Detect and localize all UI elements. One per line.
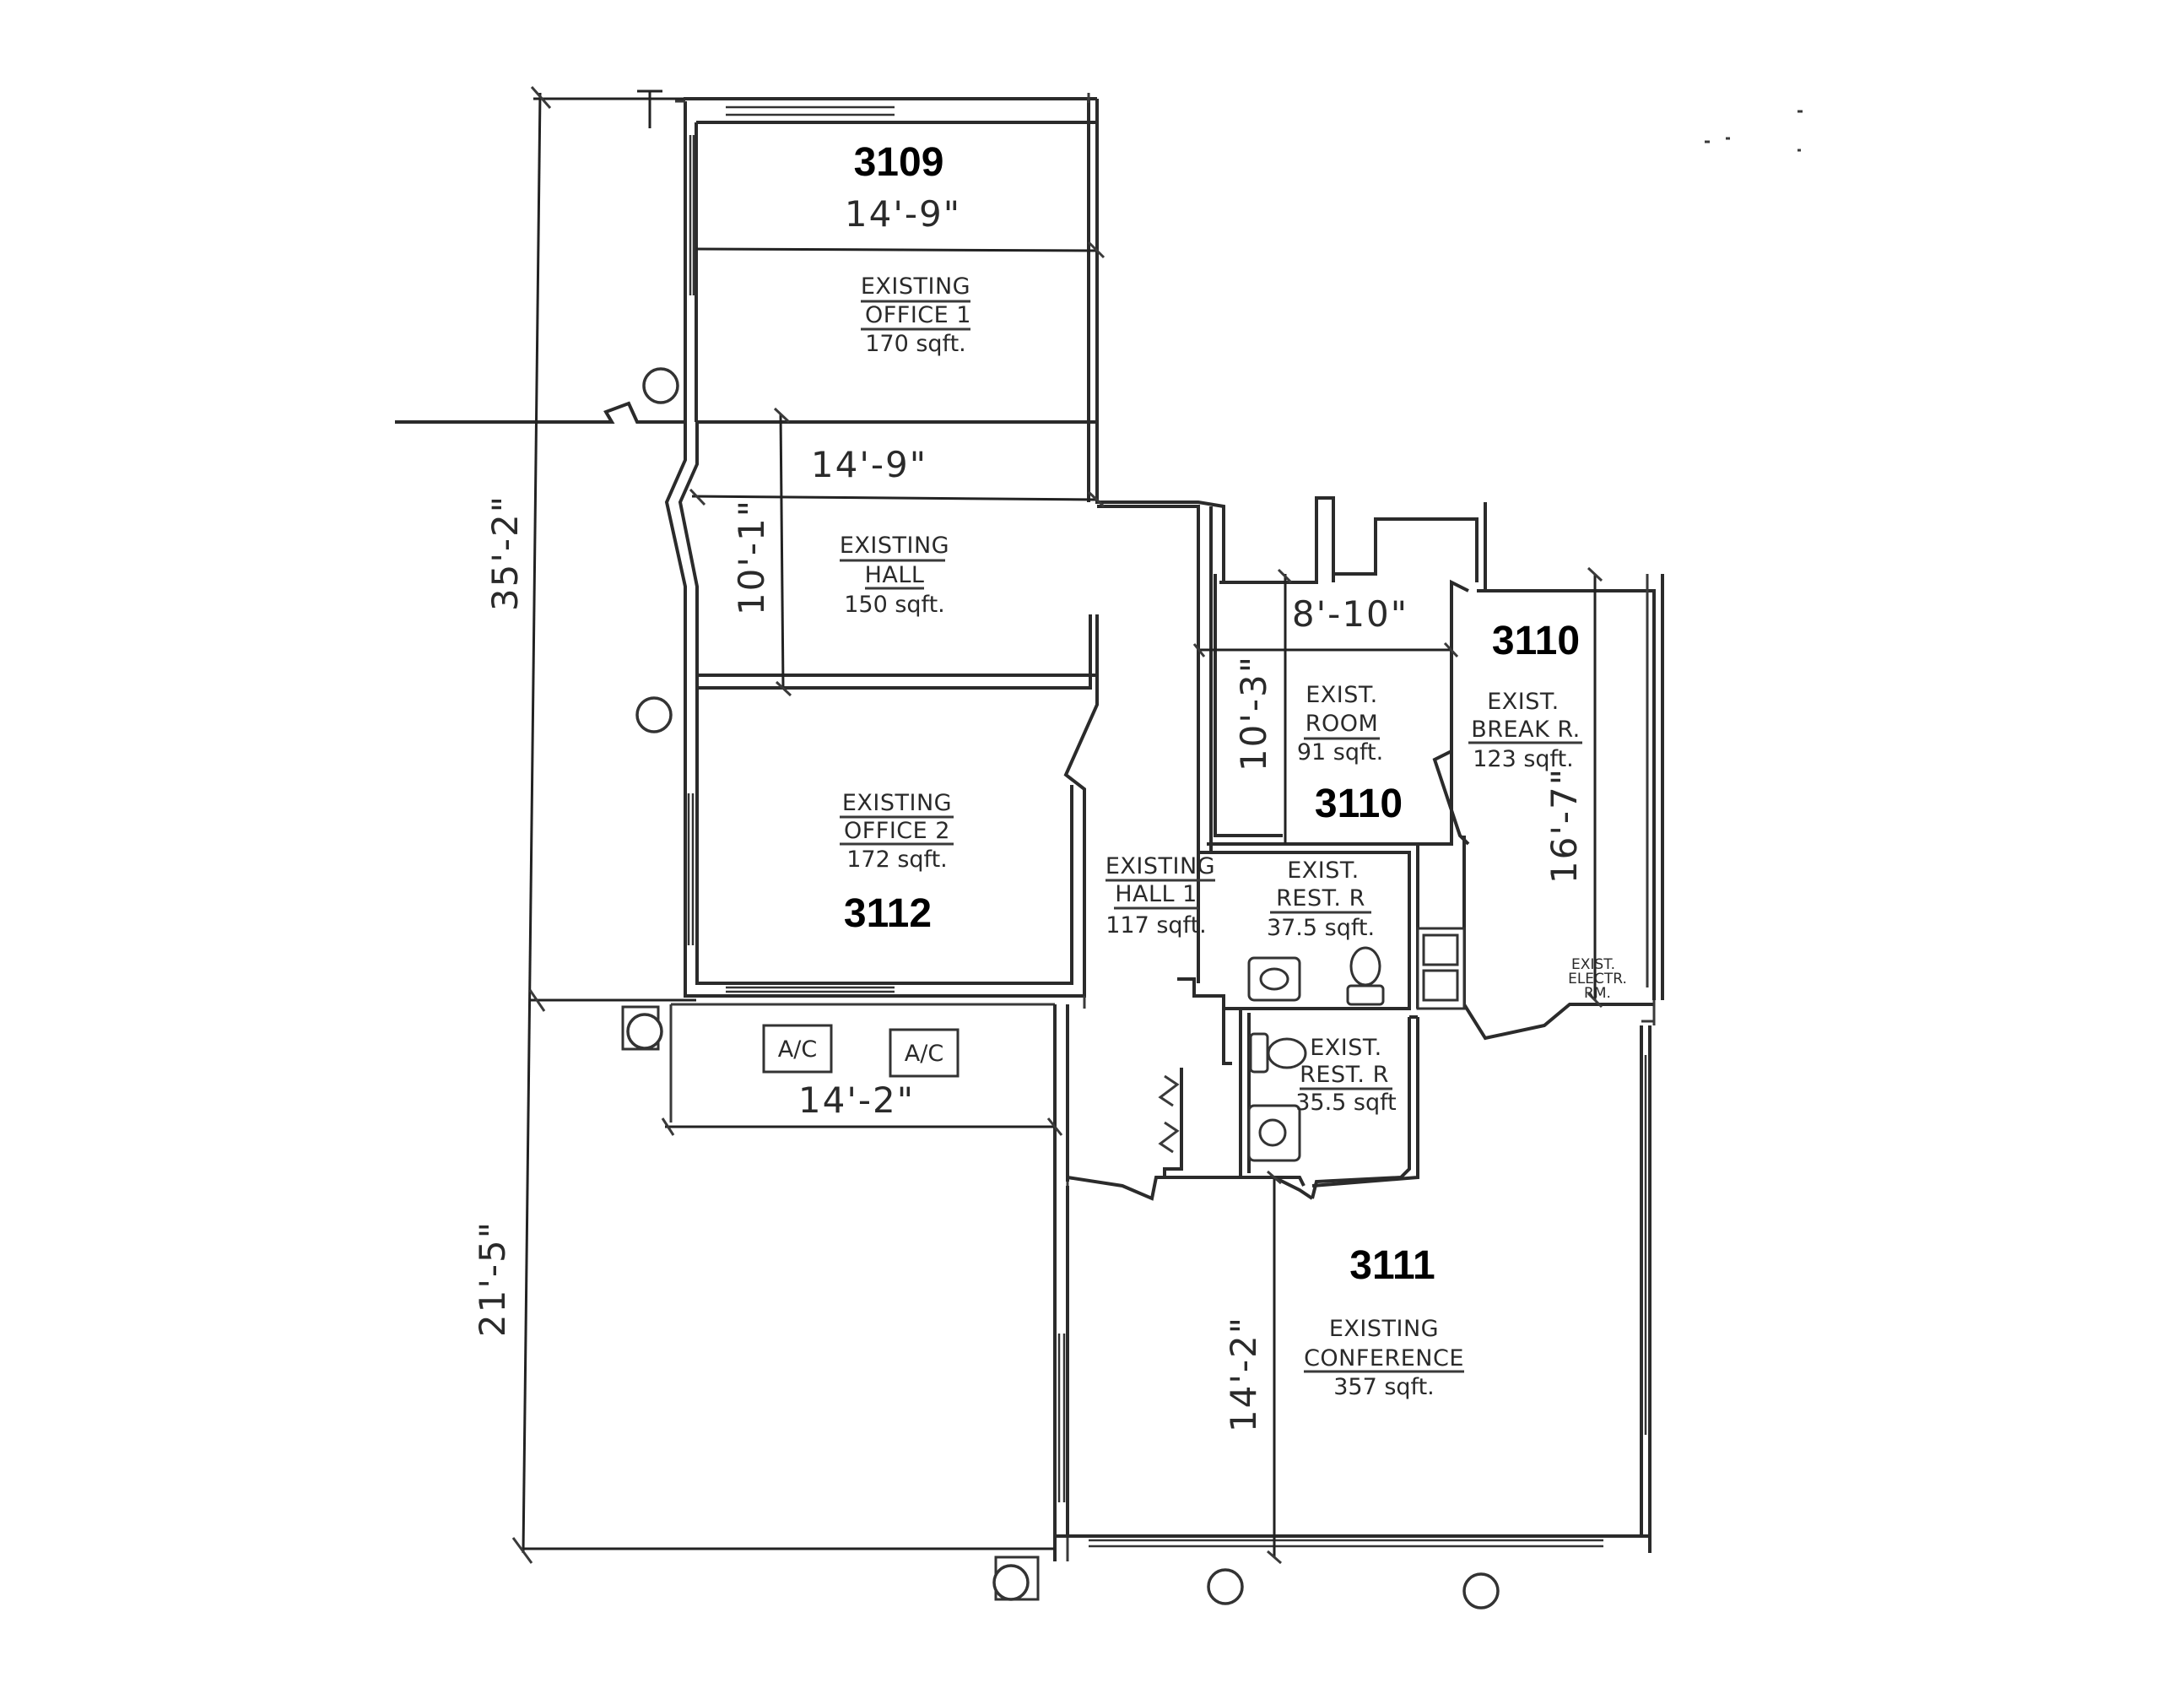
svg-text:OFFICE 2: OFFICE 2 xyxy=(844,818,950,844)
room-office2: EXISTING OFFICE 2 172 sqft. xyxy=(840,790,954,873)
toilet-icon xyxy=(1349,946,1381,987)
room-elec: EXIST. ELECTR. RM. xyxy=(1568,956,1627,1002)
room-conference: EXISTING CONFERENCE 357 sqft. xyxy=(1304,1316,1464,1400)
fixtures xyxy=(1158,927,1466,1162)
unit-numbers: 3109 3110 3110 3112 3111 xyxy=(844,140,1580,1288)
svg-text:EXIST.: EXIST. xyxy=(1306,682,1378,708)
dim-room-width: 8'-10" xyxy=(1292,593,1408,635)
room-rest1: EXIST. REST. R 37.5 sqft. xyxy=(1267,858,1375,941)
ac-label-2: A/C xyxy=(905,1041,943,1067)
svg-text:EXISTING: EXISTING xyxy=(1106,853,1215,879)
dimension-labels: 14'-9" 14'-9" 10'-1" 35'-2" 21'-5" 14'-2… xyxy=(472,193,1585,1432)
svg-text:EXISTING: EXISTING xyxy=(1329,1316,1439,1342)
svg-text:170 sqft.: 170 sqft. xyxy=(865,331,966,357)
svg-text:EXISTING: EXISTING xyxy=(861,273,970,300)
svg-text:EXISTING: EXISTING xyxy=(840,533,949,559)
column-icon xyxy=(992,1564,1030,1601)
svg-text:150 sqft.: 150 sqft. xyxy=(844,592,945,618)
dim-ac-width: 14'-2" xyxy=(798,1079,915,1121)
svg-text:BREAK R.: BREAK R. xyxy=(1471,717,1580,743)
unit-3111: 3111 xyxy=(1349,1243,1435,1288)
unit-3109: 3109 xyxy=(854,140,944,185)
svg-text:EXIST.: EXIST. xyxy=(1287,858,1360,884)
svg-text:EXIST.: EXIST. xyxy=(1571,956,1615,973)
unit-3110-break: 3110 xyxy=(1492,619,1580,663)
dim-hall-width: 14'-9" xyxy=(811,444,927,485)
room-rest2: EXIST. REST. R 35.5 sqft xyxy=(1295,1035,1397,1116)
svg-text:REST. R: REST. R xyxy=(1276,885,1365,912)
svg-text:CONFERENCE: CONFERENCE xyxy=(1304,1345,1464,1372)
ac-units: A/C A/C xyxy=(762,1024,960,1078)
dim-hall-depth: 10'-1" xyxy=(731,499,772,615)
dim-top-width: 14'-9" xyxy=(845,193,961,235)
svg-text:91 sqft.: 91 sqft. xyxy=(1297,739,1383,766)
column-icon xyxy=(1462,1572,1500,1610)
ac-unit-1 xyxy=(762,1024,833,1074)
dim-total-lower: 21'-5" xyxy=(472,1220,513,1337)
svg-text:123 sqft.: 123 sqft. xyxy=(1473,746,1574,772)
ac-unit-2 xyxy=(889,1028,960,1078)
svg-text:ROOM: ROOM xyxy=(1306,711,1379,737)
column-icon xyxy=(635,696,673,733)
svg-text:ELECTR.: ELECTR. xyxy=(1568,971,1627,987)
dim-conf-depth: 14'-2" xyxy=(1223,1316,1264,1432)
svg-text:35.5 sqft: 35.5 sqft xyxy=(1295,1090,1397,1116)
dim-break-depth: 16'-7" xyxy=(1543,767,1585,884)
ac-label-1: A/C xyxy=(778,1036,817,1063)
svg-text:37.5 sqft.: 37.5 sqft. xyxy=(1267,915,1375,941)
room-office1: EXISTING OFFICE 1 170 sqft. xyxy=(861,273,971,357)
svg-text:HALL 1: HALL 1 xyxy=(1115,881,1197,907)
room-room: EXIST. ROOM 91 sqft. xyxy=(1297,682,1383,766)
toilet-tank-icon xyxy=(1249,1032,1269,1074)
unit-3110-room: 3110 xyxy=(1315,782,1403,826)
svg-text:REST. R: REST. R xyxy=(1300,1062,1389,1088)
windows xyxy=(687,106,1647,1548)
svg-text:EXIST.: EXIST. xyxy=(1487,689,1560,715)
toilet-tank-icon xyxy=(1346,984,1385,1006)
svg-text:EXISTING: EXISTING xyxy=(842,790,952,816)
columns xyxy=(621,367,1500,1610)
dim-total-upper: 35'-2" xyxy=(484,495,526,611)
svg-text:357 sqft.: 357 sqft. xyxy=(1333,1374,1435,1400)
room-hall: EXISTING HALL 150 sqft. xyxy=(840,533,949,618)
svg-text:EXIST.: EXIST. xyxy=(1310,1035,1382,1061)
unit-3112: 3112 xyxy=(844,891,932,936)
dimension-lines xyxy=(511,86,1803,1565)
toilet-icon xyxy=(1267,1037,1307,1069)
svg-text:RM.: RM. xyxy=(1584,985,1611,1002)
dim-room-depth: 10'-3" xyxy=(1233,655,1274,771)
walls xyxy=(395,93,1664,1561)
room-break: EXIST. BREAK R. 123 sqft. xyxy=(1468,689,1582,772)
column-icon xyxy=(642,367,679,404)
column-icon xyxy=(626,1013,663,1050)
room-labels: EXISTING OFFICE 1 170 sqft. EXISTING HAL… xyxy=(840,273,1627,1400)
svg-text:OFFICE 1: OFFICE 1 xyxy=(865,302,971,328)
svg-text:117 sqft.: 117 sqft. xyxy=(1106,912,1207,939)
room-hall1: EXISTING HALL 1 117 sqft. xyxy=(1106,853,1215,939)
svg-text:172 sqft.: 172 sqft. xyxy=(846,847,948,873)
column-icon xyxy=(1207,1568,1244,1605)
svg-text:HALL: HALL xyxy=(865,562,925,588)
